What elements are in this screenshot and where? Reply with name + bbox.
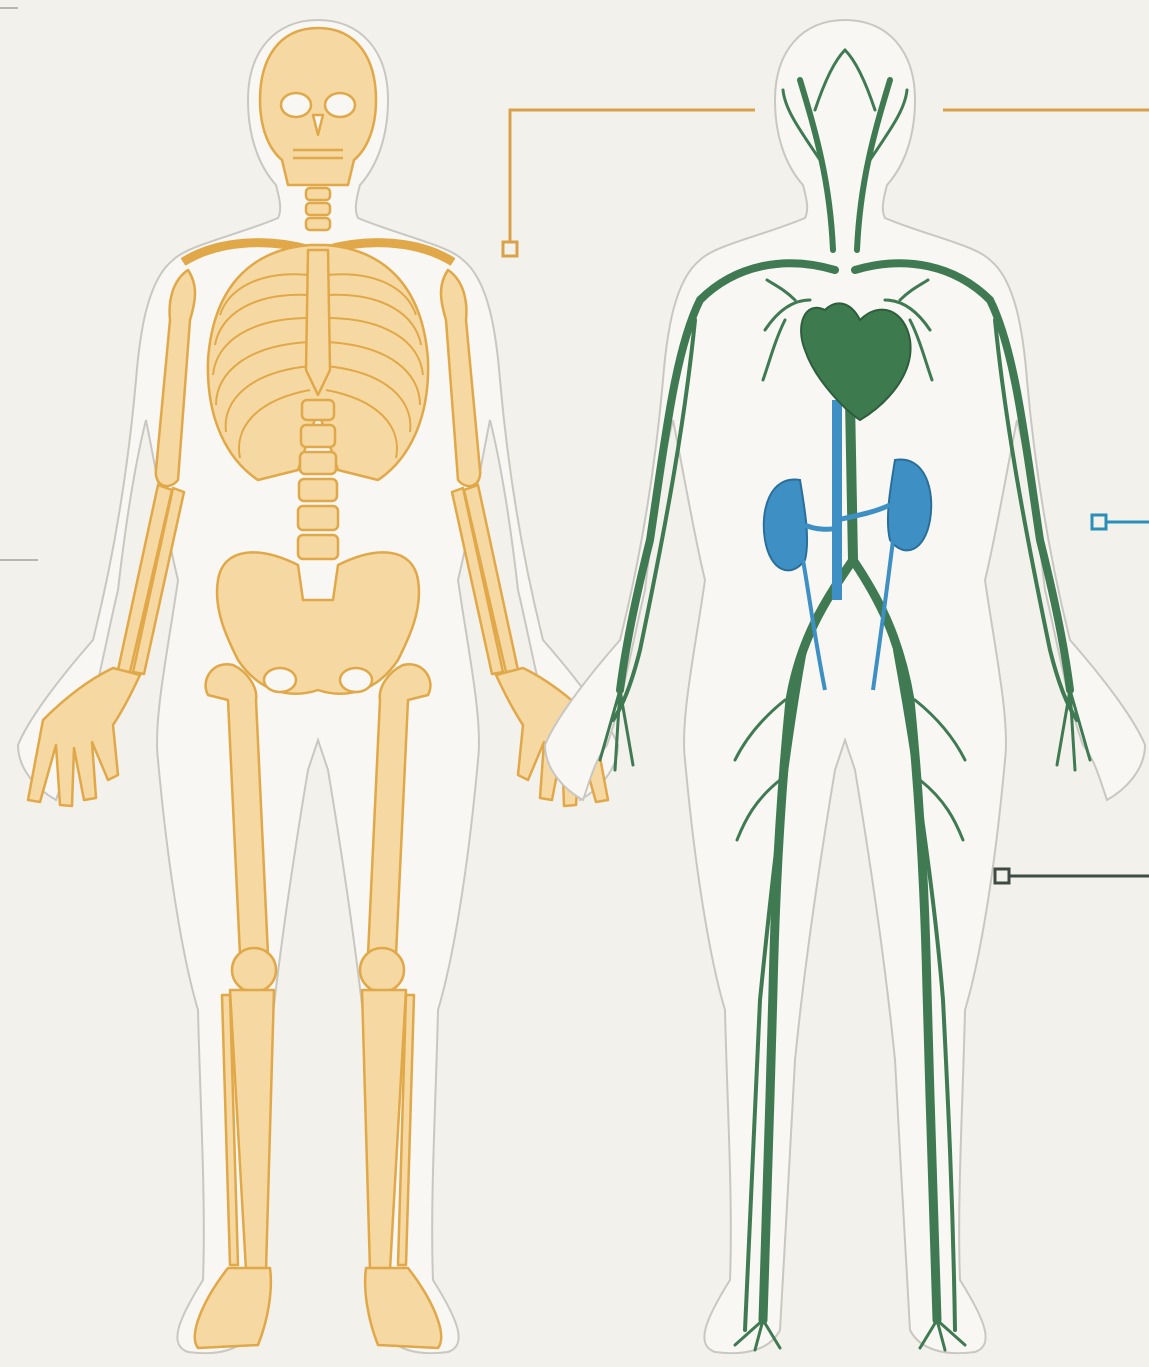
patella-right (360, 948, 404, 992)
vessel-callout-marker (995, 869, 1009, 883)
eye-socket-right (325, 93, 355, 117)
skeletal-callout-line (510, 110, 755, 242)
vertebra (301, 425, 335, 447)
aorta (850, 400, 853, 560)
vertebra (299, 479, 337, 501)
vertebra (306, 218, 330, 230)
patella-left (232, 948, 276, 992)
vertebra (300, 452, 336, 474)
vertebra (306, 188, 330, 200)
eye-socket-left (281, 93, 311, 117)
kidney-callout (1092, 515, 1149, 529)
obturator-right (340, 668, 372, 692)
vertebra (306, 203, 330, 215)
obturator-left (264, 668, 296, 692)
circulatory-figure (545, 20, 1145, 1353)
vertebra (298, 506, 338, 530)
hand-left (28, 668, 140, 806)
skeletal-callout-marker (503, 242, 517, 256)
kidney-right (888, 460, 931, 551)
skeletal-callout (503, 110, 755, 256)
vertebra (298, 535, 338, 559)
body-outline (545, 20, 1145, 1353)
vessel-callout (995, 869, 1149, 883)
kidney-left (764, 480, 807, 571)
skeletal-figure (18, 20, 618, 1353)
skeleton (28, 28, 608, 1348)
sternum (306, 250, 330, 395)
vertebra (302, 400, 334, 420)
kidney-callout-marker (1092, 515, 1106, 529)
